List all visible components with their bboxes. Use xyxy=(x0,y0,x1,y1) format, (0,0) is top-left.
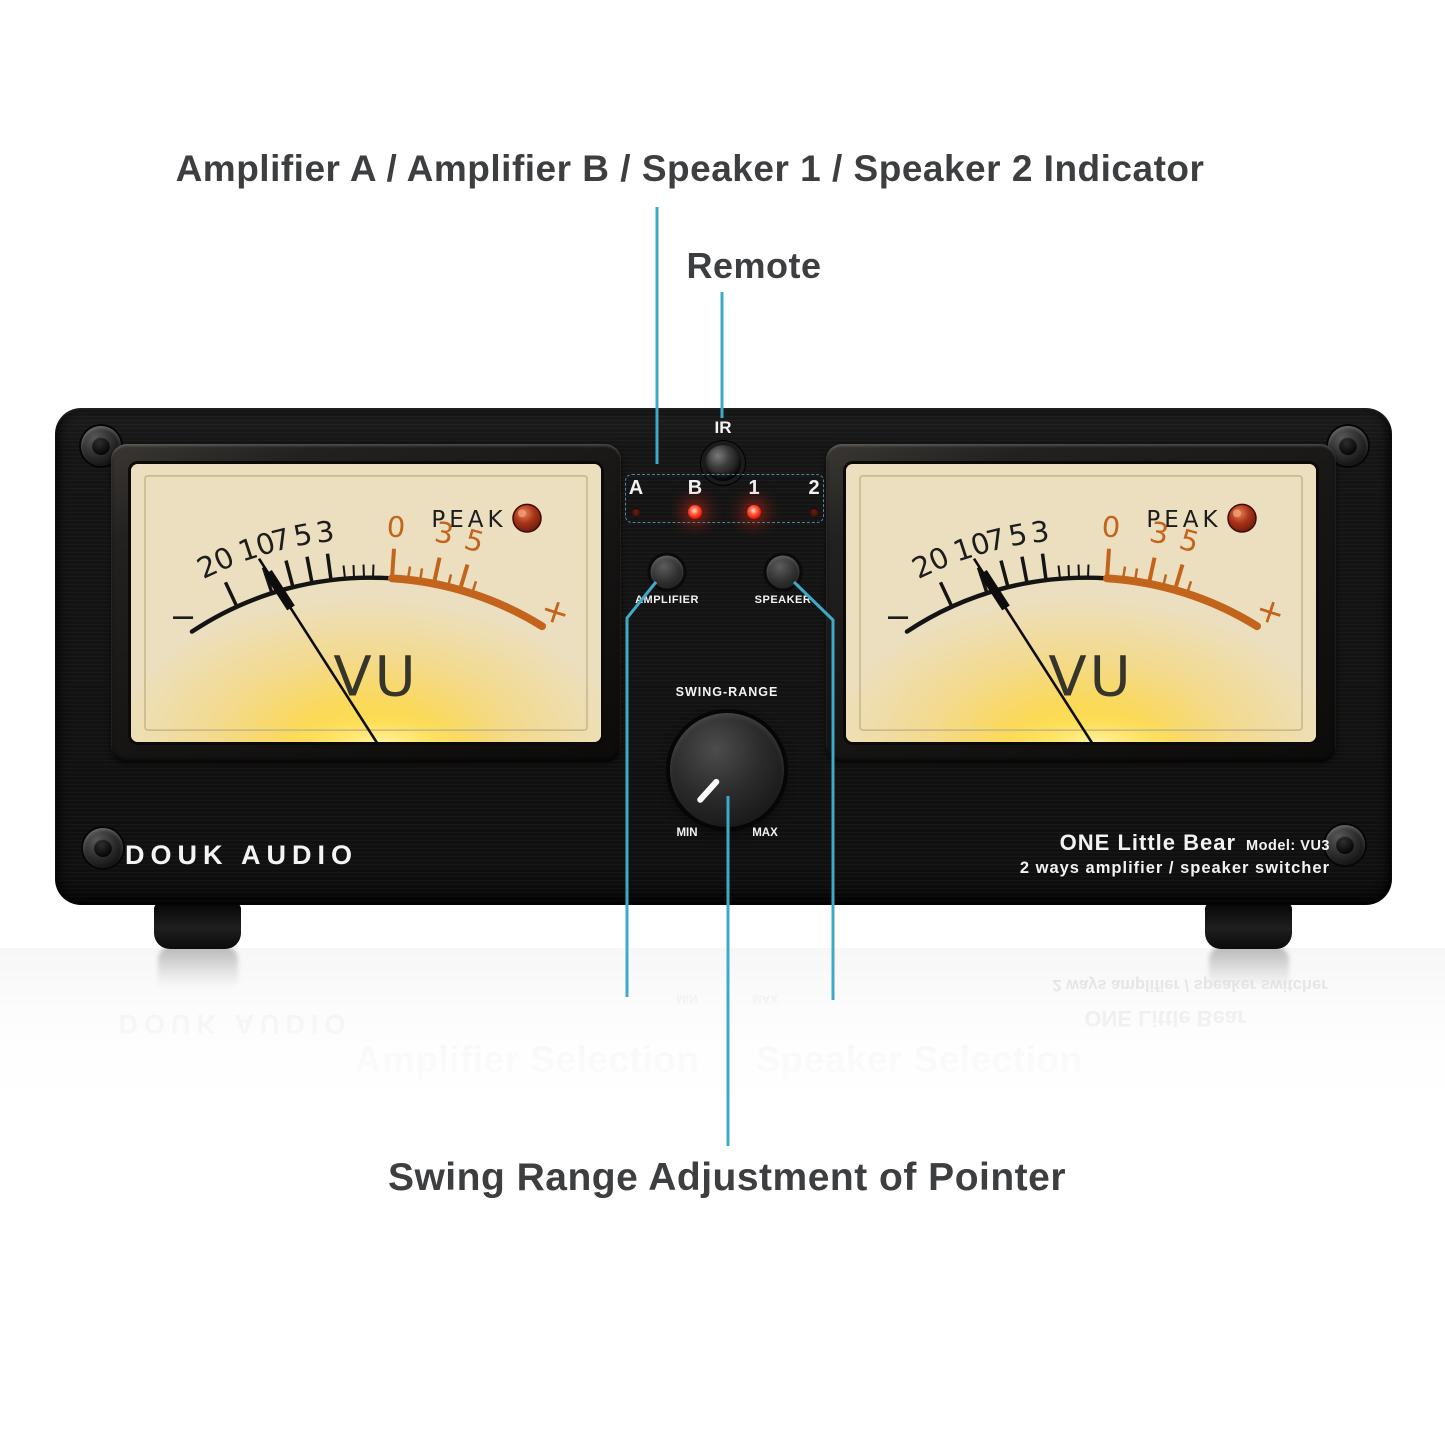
vu-meter-right: 20 10 7 5 3 − 0 3 5 + VU PEAK xyxy=(826,444,1336,762)
amplifier-button[interactable] xyxy=(650,555,684,589)
indicator-annotation-label: Amplifier A / Amplifier B / Speaker 1 / … xyxy=(175,148,1205,189)
vu-label: VU xyxy=(1048,645,1133,710)
amplifier-button-label: AMPLIFIER xyxy=(635,594,699,606)
indicator-box: A B 1 2 xyxy=(625,474,824,523)
corner-screw-icon xyxy=(1325,825,1365,865)
indicator-led-1 xyxy=(747,505,761,519)
swing-range-label: SWING-RANGE xyxy=(675,685,779,699)
vu-meter-left-face: 20 10 7 5 3 − 0 3 5 + VU PEA xyxy=(131,464,601,742)
vu-meter-switcher-device: 20 10 7 5 3 − 0 3 5 + VU PEA xyxy=(55,408,1392,905)
peak-led xyxy=(1227,503,1257,533)
vu-meter-left: 20 10 7 5 3 − 0 3 5 + VU PEA xyxy=(111,444,621,762)
scale-0: 0 xyxy=(386,510,407,545)
model-name: ONE Little Bear xyxy=(1059,830,1237,855)
scale-minus: − xyxy=(885,600,912,636)
model-number: Model: VU3 xyxy=(1246,838,1330,854)
remote-annotation-label: Remote xyxy=(686,245,822,286)
reflection-fade xyxy=(0,948,1445,1148)
vu-label: VU xyxy=(333,645,418,710)
indicator-label-2: 2 xyxy=(808,477,820,499)
peak-label: PEAK xyxy=(431,507,506,533)
model-info: ONE Little Bear Model: VU3 2 ways amplifi… xyxy=(1020,830,1330,878)
ir-receiver[interactable] xyxy=(705,445,741,481)
needle-flag xyxy=(979,570,1010,611)
indicator-led-b xyxy=(688,505,702,519)
vu-meter-right-dial: 20 10 7 5 3 − 0 3 5 + VU PEAK xyxy=(846,464,1316,742)
indicator-led-a xyxy=(631,507,641,517)
swing-range-annotation-label: Swing Range Adjustment of Pointer xyxy=(387,1156,1067,1199)
indicator-label-b: B xyxy=(687,477,703,499)
indicator-label-a: A xyxy=(628,477,644,499)
scale-0: 0 xyxy=(1101,510,1122,545)
speaker-button-label: SPEAKER xyxy=(754,594,812,606)
scale-3: 3 xyxy=(1029,514,1051,550)
model-description: 2 ways amplifier / speaker switcher xyxy=(1019,859,1330,877)
indicator-label-1: 1 xyxy=(748,477,760,499)
swing-range-knob[interactable] xyxy=(670,713,784,827)
min-label: MIN xyxy=(676,827,698,839)
knob-indicator-mark xyxy=(695,777,721,804)
max-label: MAX xyxy=(752,827,778,839)
scale-3: 3 xyxy=(314,514,336,550)
vu-meter-left-dial: 20 10 7 5 3 − 0 3 5 + VU PEA xyxy=(131,464,601,742)
ir-label: IR xyxy=(714,418,732,437)
vu-meter-right-face: 20 10 7 5 3 − 0 3 5 + VU PEAK xyxy=(846,464,1316,742)
brand-logo: DOUK AUDIO xyxy=(125,840,358,870)
peak-label: PEAK xyxy=(1146,507,1221,533)
device-foot-right xyxy=(1205,903,1292,949)
speaker-button[interactable] xyxy=(766,555,800,589)
corner-screw-icon xyxy=(83,828,123,868)
device-foot-left xyxy=(154,903,241,949)
needle-flag xyxy=(264,570,295,611)
scale-minus: − xyxy=(170,600,197,636)
peak-led xyxy=(512,503,542,533)
indicator-led-2 xyxy=(809,507,819,517)
